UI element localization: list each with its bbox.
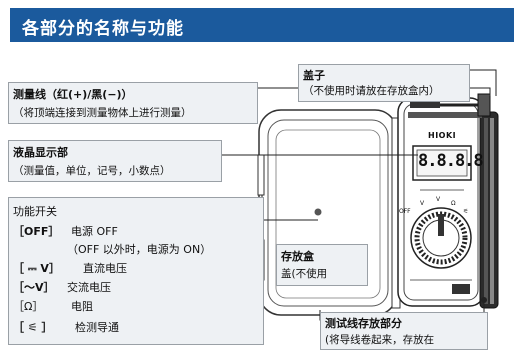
lcd-note: （测量值，单位，记号，小数点）	[13, 165, 171, 177]
switch-off-key: ［OFF］	[13, 225, 60, 238]
lcd-heading: 液晶显示部	[13, 146, 68, 159]
dial-label-acv: V	[436, 196, 441, 203]
switch-dcv-key: ［ ⎓ V］	[13, 262, 60, 275]
switch-acv-text: 交流电压	[67, 281, 111, 294]
storage-callout: 测试线存放部分 (将导线卷起来，存放在	[320, 312, 488, 350]
dial-label-continuity: ⚟	[463, 208, 469, 215]
brand-logo: HIOKI	[428, 131, 457, 140]
cap-heading: 盖子	[303, 69, 325, 82]
switch-off-text: 电源 OFF	[71, 225, 118, 238]
case-callout: 存放盒 盖(不使用	[276, 244, 368, 286]
switch-ohm-key: ［Ω］	[13, 300, 44, 313]
switch-acv-key: ［～V］	[13, 281, 55, 294]
switch-heading: 功能开关	[13, 205, 57, 218]
case-heading: 存放盒	[281, 250, 314, 263]
switch-ohm-text: 电阻	[71, 300, 93, 313]
lcd-digits: 8.8.8.8	[418, 151, 484, 171]
meter-body	[397, 97, 485, 307]
title-bar: 各部分的名称与功能	[10, 8, 514, 42]
probes	[408, 102, 482, 118]
case-marker	[314, 208, 322, 216]
switch-dcv-text: 直流电压	[83, 262, 127, 275]
probes-note: （将顶端连接到测量物体上进行测量）	[13, 107, 192, 119]
probe-storage	[479, 111, 499, 309]
dial-label-off: OFF	[399, 208, 411, 215]
dial-label-ohm: Ω	[451, 200, 456, 207]
lcd-callout: 液晶显示部 （测量值，单位，记号，小数点）	[8, 140, 222, 182]
page-title: 各部分的名称与功能	[22, 19, 184, 39]
probes-heading: 测量线（红(+)/黑(−)）	[13, 88, 133, 101]
storage-marker	[481, 297, 487, 303]
switch-continuity-key: ［ ⚟ ］	[13, 321, 53, 334]
switch-off-note: （OFF 以外时，电源为 ON）	[67, 243, 212, 256]
cap-callout: 盖子 （不使用时请放在存放盒内）	[298, 64, 470, 102]
storage-note: (将导线卷起来，存放在	[325, 334, 435, 346]
dial-label-dcv: V	[420, 200, 425, 207]
switch-continuity-text: 检测导通	[75, 321, 119, 334]
cap-note: （不使用时请放在存放盒内）	[303, 85, 440, 97]
probes-callout: 测量线（红(+)/黑(−)） （将顶端连接到测量物体上进行测量）	[8, 82, 258, 124]
cap-part	[477, 93, 491, 117]
case-note: 盖(不使用	[281, 268, 328, 280]
function-switch-callout: 功能开关 ［OFF］ 电源 OFF （OFF 以外时，电源为 ON） ［ ⎓ V…	[8, 197, 264, 345]
storage-heading: 测试线存放部分	[325, 317, 402, 330]
